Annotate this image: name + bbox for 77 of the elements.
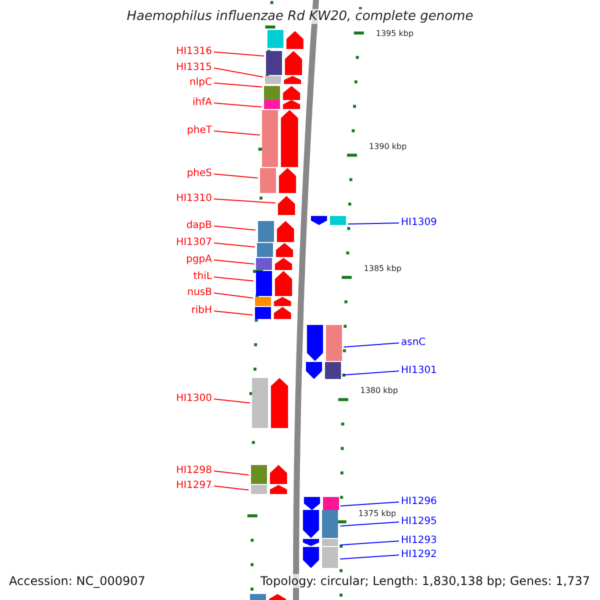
gene-label: pheT <box>187 125 212 137</box>
gene-label: HI1300 <box>176 393 212 405</box>
gene-label: dapB <box>186 220 212 232</box>
gene-label: nlpC <box>190 77 212 89</box>
footer-text: Topology: circular; Length: 1,830,138 bp; Genes: 1,737 <box>260 574 590 588</box>
leader-line <box>214 174 258 178</box>
gene-label: HI1309 <box>401 217 437 229</box>
leader-line <box>214 292 254 298</box>
gene-block <box>254 307 291 319</box>
gene-block <box>306 362 341 379</box>
leader-line <box>343 342 400 348</box>
scale-label: 1385 kbp <box>364 264 402 274</box>
gene-block <box>304 497 339 510</box>
leader-line <box>214 198 276 204</box>
gene-block <box>256 243 293 257</box>
gene-label: ribH <box>191 305 212 317</box>
leader-line <box>214 276 254 282</box>
gene-block <box>250 485 287 494</box>
leader-line <box>214 102 262 108</box>
leader-line <box>214 260 255 264</box>
gene-label: nusB <box>187 287 212 299</box>
scale-label: 1380 kbp <box>360 386 398 396</box>
gene-block <box>256 258 292 270</box>
leader-line <box>340 540 400 546</box>
gene-label: asnC <box>401 337 426 349</box>
leader-line <box>214 82 263 88</box>
scale-label: 1390 kbp <box>369 142 407 152</box>
gene-label: ihfA <box>192 97 212 109</box>
gene-label: thiL <box>193 271 212 283</box>
leader-line <box>214 398 251 404</box>
leader-line <box>214 242 256 248</box>
gene-block <box>303 510 338 538</box>
gene-label: HI1307 <box>176 237 212 249</box>
leader-line <box>348 222 400 224</box>
gene-label: HI1295 <box>401 516 437 528</box>
gene-block <box>303 539 338 546</box>
gene-label: HI1315 <box>176 62 212 74</box>
gene-block <box>252 378 288 428</box>
gene-block <box>303 547 338 568</box>
gene-block <box>311 216 346 225</box>
gene-label: HI1292 <box>401 549 437 561</box>
gene-label: HI1298 <box>176 465 212 477</box>
gene-block <box>278 196 295 215</box>
gene-block <box>260 168 296 193</box>
leader-line <box>214 68 264 78</box>
gene-block <box>262 110 298 167</box>
gene-block <box>258 221 294 242</box>
gene-block <box>264 100 300 109</box>
scale-label: 1375 kbp <box>358 509 396 519</box>
gene-label: HI1297 <box>176 480 212 492</box>
gene-label: HI1293 <box>401 535 437 547</box>
gene-label: pgpA <box>186 254 212 266</box>
leader-line <box>214 52 265 56</box>
gene-block <box>250 465 287 484</box>
scale-label: 1395 kbp <box>376 29 414 39</box>
gene-label: HI1296 <box>401 496 437 508</box>
footer-text: Accession: NC_000907 <box>9 574 146 588</box>
leader-line <box>340 554 400 560</box>
gene-label: pheS <box>186 168 212 180</box>
leader-line <box>214 486 250 490</box>
gene-block <box>264 86 300 100</box>
gene-block <box>266 51 302 75</box>
leader-line <box>214 310 254 316</box>
leader-line <box>340 522 400 526</box>
gene-label: HI1301 <box>401 365 437 377</box>
leader-line <box>214 226 256 230</box>
gene-label: HI1316 <box>176 46 212 58</box>
leader-line <box>214 130 260 136</box>
gene-block <box>306 325 342 361</box>
leader-line <box>342 370 400 376</box>
title: Haemophilus influenzae Rd KW20, complete genome <box>124 9 476 24</box>
leader-line <box>214 470 250 476</box>
gene-block <box>256 271 292 296</box>
gene-block <box>254 297 291 306</box>
gene-label: HI1310 <box>176 193 212 205</box>
gene-block <box>265 76 302 84</box>
leader-line <box>340 502 400 506</box>
